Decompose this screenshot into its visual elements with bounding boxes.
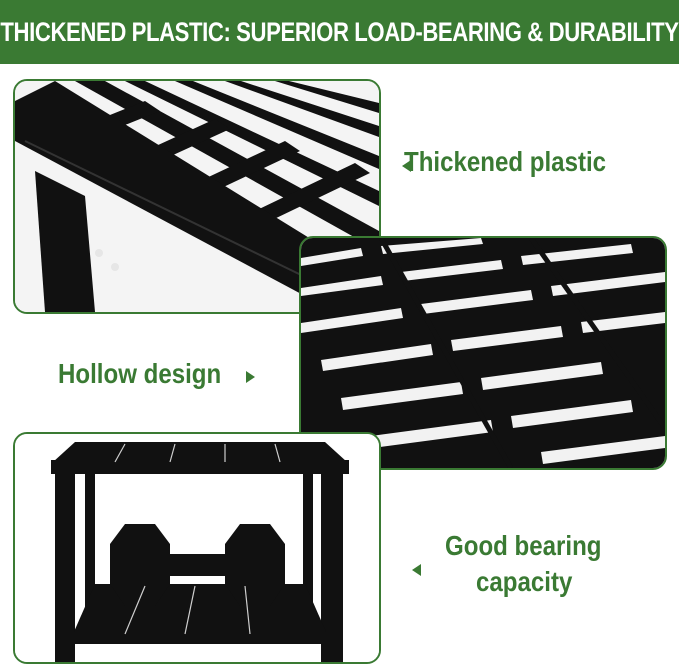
triangle-left-icon bbox=[402, 160, 411, 172]
banner-title: THICKENED PLASTIC: SUPERIOR LOAD-BEARING… bbox=[0, 16, 679, 47]
feature-label-bearing-line1: Good bearing bbox=[445, 530, 602, 561]
triangle-left-icon bbox=[412, 564, 421, 576]
thickened-plastic-photo bbox=[13, 79, 381, 314]
hollow-grid-photo bbox=[299, 236, 667, 470]
feature-label-hollow: Hollow design bbox=[58, 358, 222, 389]
bearing-capacity-illustration bbox=[15, 434, 379, 662]
feature-label-bearing-line2: capacity bbox=[476, 566, 573, 597]
header-banner: THICKENED PLASTIC: SUPERIOR LOAD-BEARING… bbox=[0, 0, 679, 64]
hollow-grid-illustration bbox=[301, 238, 665, 468]
triangle-right-icon bbox=[246, 371, 255, 383]
thickened-plastic-illustration bbox=[15, 81, 379, 312]
bearing-capacity-photo bbox=[13, 432, 381, 664]
feature-label-thickened: Thickened plastic bbox=[404, 146, 607, 177]
